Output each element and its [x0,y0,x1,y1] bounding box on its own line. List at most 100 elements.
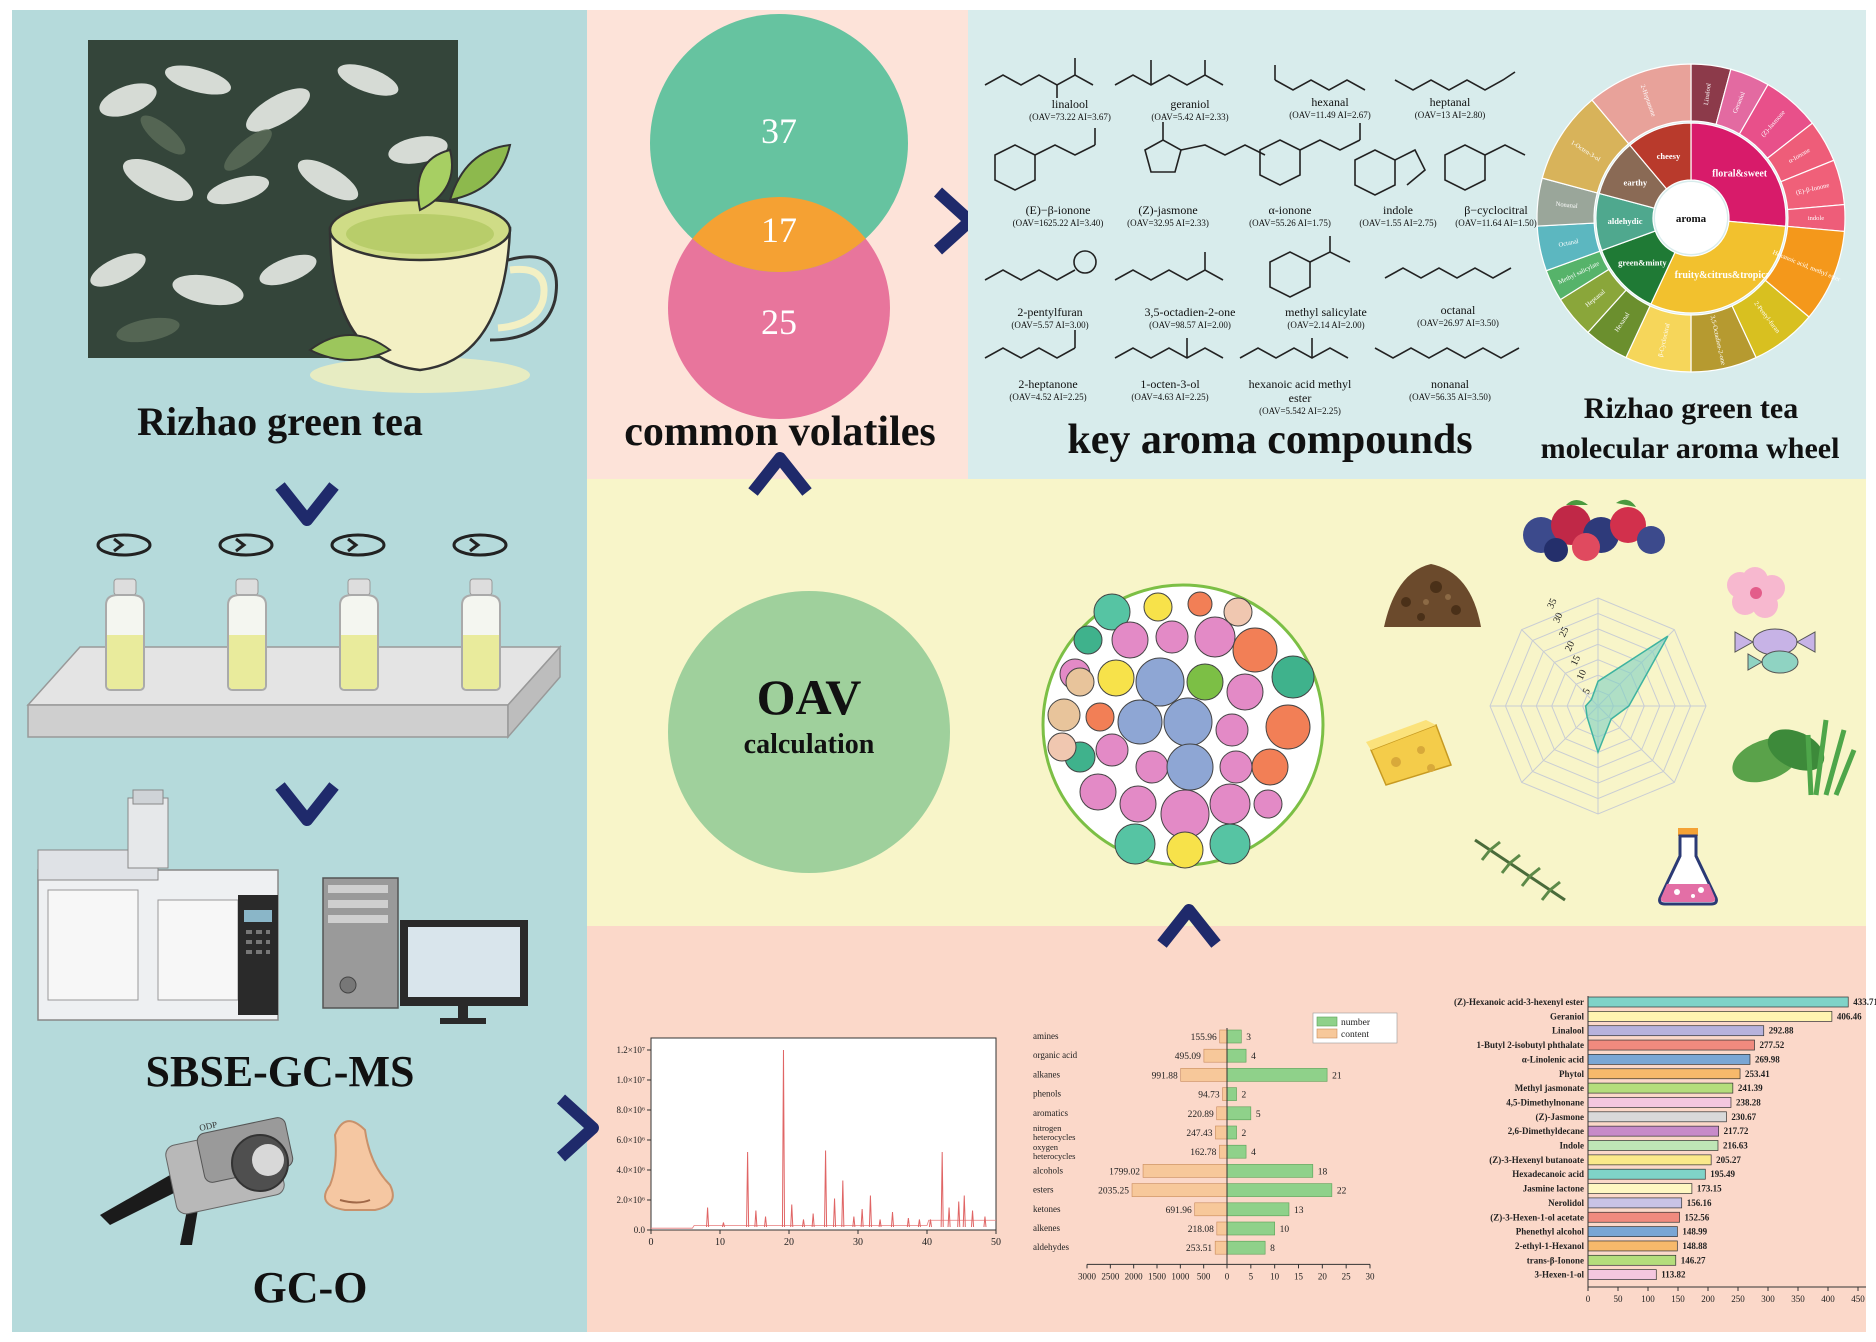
content-value-label: 253.51 [1186,1244,1212,1254]
wheel-inner-segment [1690,122,1787,227]
y-tick-label: 0.0 [634,1225,646,1235]
bar-value-label: 113.82 [1661,1270,1686,1280]
oav-title: OAV [756,669,862,725]
bubble [1047,732,1077,762]
content-value-label: 220.89 [1188,1110,1214,1120]
compound-label: 1-octen-3-ol(OAV=4.63 AI=2.25) [1110,377,1230,402]
gc-ms-instrument-illustration [37,789,528,1024]
x-tick-label: 10 [715,1237,725,1248]
number-bar [1226,1240,1266,1255]
x-tick-label: 20 [784,1237,794,1248]
number-tick-label: 30 [1366,1271,1376,1281]
content-value-label: 991.88 [1152,1071,1178,1081]
bubble [1114,823,1156,865]
category-label: oxygen [1033,1142,1059,1152]
bar-category-label: Indole [1559,1141,1584,1151]
gco-label: GC-O [252,1263,368,1312]
venn-overlap [668,197,890,272]
bar [1587,1082,1734,1094]
compound-stats: (OAV=11.49 AI=2.67) [1289,109,1371,120]
bar [1587,1211,1680,1223]
bar-value-label: 216.63 [1723,1141,1748,1151]
content-tick-label: 1000 [1171,1271,1190,1281]
compound-name: hexanal [1311,95,1349,109]
compound-label: α-ionone(OAV=55.26 AI=1.75) [1230,203,1350,228]
chevron-up-icon [748,452,812,496]
compound-stats: (OAV=5.57 AI=3.00) [1011,319,1089,330]
category-label: alkanes [1033,1069,1060,1079]
number-tick-label: 20 [1318,1271,1328,1281]
venn-bottom-count: 25 [761,302,797,342]
bar-x-tick-label: 350 [1791,1294,1805,1304]
bubble [1209,783,1251,825]
content-bar [1219,1144,1228,1159]
content-value-label: 495.09 [1175,1052,1201,1062]
category-label: aromatics [1033,1108,1068,1118]
chromatogram-peak [860,1208,864,1228]
bar-x-tick-label: 300 [1761,1294,1775,1304]
content-bar [1214,1240,1228,1255]
compound-label: hexanoic acid methyl ester(OAV=5.542 AI=… [1240,377,1360,416]
y-tick-label: 6.0×10⁶ [617,1135,645,1145]
bar-category-label: Phenethyl alcohol [1516,1227,1585,1237]
bubble [1095,733,1129,767]
content-bar [1219,1029,1228,1044]
bar-category-label: Jasmine lactone [1523,1184,1584,1194]
bar-x-tick-label: 0 [1586,1294,1591,1304]
bar-value-label: 238.28 [1736,1097,1761,1107]
bubble [1155,620,1189,654]
bubble [1135,657,1185,707]
bar [1587,1269,1657,1280]
content-bar [1216,1106,1228,1121]
content-bar [1216,1221,1228,1236]
bar-category-label: 3-Hexen-1-ol [1535,1270,1585,1280]
oav-circle [668,591,950,873]
rosemary-icon [1474,838,1566,902]
compound-label: heptanal(OAV=13 AI=2.80) [1390,95,1510,120]
chromatogram-peak [754,1210,758,1228]
number-value-label: 13 [1294,1206,1304,1216]
content-value-label: 94.73 [1198,1091,1220,1101]
x-tick-label: 50 [991,1237,1001,1248]
bar-category-label: 2-ethyl-1-Hexanol [1515,1241,1584,1251]
instrument-label: SBSE-GC-MS [145,1047,415,1096]
compound-name: β−cyclocitral [1464,203,1528,217]
content-bar [1180,1068,1228,1082]
category-label: nitrogen [1033,1123,1062,1133]
chromatogram-peak [746,1151,750,1228]
chromatogram-peak [721,1222,725,1228]
content-bar [1203,1048,1228,1063]
bubble [1209,823,1251,865]
content-tick-label: 3000 [1078,1271,1097,1281]
bar [1587,1254,1677,1266]
bar-category-label: 2,6-Dimethyldecane [1508,1126,1584,1136]
bar-category-label: (Z)-3-Hexenyl butanoate [1489,1155,1584,1165]
compound-name: 2-heptanone [1018,377,1078,391]
chromatogram-peak [957,1201,961,1228]
compound-stats: (OAV=11.64 AI=1.50) [1455,217,1537,228]
chromatogram-peak [947,1207,951,1228]
bubble [1093,593,1131,631]
number-bar [1226,1202,1290,1217]
number-value-label: 8 [1270,1244,1275,1254]
category-label: heterocycles [1033,1151,1075,1161]
radar-tick-label: 30 [1551,611,1565,625]
bar-value-label: 277.52 [1760,1040,1785,1050]
bar-x-tick-label: 100 [1641,1294,1655,1304]
content-bar [1142,1164,1228,1178]
number-tick-label: 10 [1270,1271,1280,1281]
tea-cup-illustration [308,143,558,393]
chromatogram-peak [852,1216,856,1228]
bar-value-label: 205.27 [1716,1155,1741,1165]
wheel-outer-label: Nonanal [1555,201,1578,210]
bubble [1186,663,1224,701]
bar-value-label: 230.67 [1731,1112,1756,1122]
bar [1587,1054,1751,1065]
bubble [1097,659,1135,697]
compound-name: methyl salicylate [1285,305,1367,319]
content-value-label: 2035.25 [1098,1187,1129,1197]
chevron-right-icon [556,1094,599,1162]
bar-category-label: (Z)-3-Hexen-1-ol acetate [1490,1212,1584,1222]
compound-stats: (OAV=73.22 AI=3.67) [1029,111,1111,122]
